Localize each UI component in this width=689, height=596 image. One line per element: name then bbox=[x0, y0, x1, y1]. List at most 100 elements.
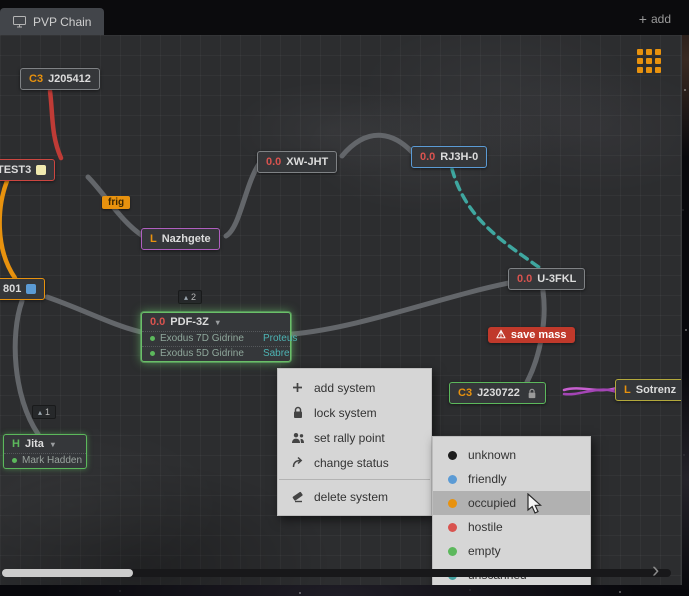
eraser-icon bbox=[290, 490, 305, 503]
save-mass-badge[interactable]: ⚠ save mass bbox=[488, 327, 575, 343]
pilots-up-icon: ▴ bbox=[184, 293, 188, 302]
status-option-empty[interactable]: empty bbox=[433, 539, 590, 563]
connection-test3-801[interactable] bbox=[0, 181, 15, 278]
system-node-j205412[interactable]: C3 J205412 bbox=[20, 68, 100, 90]
monitor-icon bbox=[13, 16, 26, 28]
lock-icon bbox=[290, 406, 305, 419]
pilot-count-badge[interactable]: ▴ 2 bbox=[178, 290, 202, 304]
menu-item-add-system[interactable]: add system bbox=[278, 375, 431, 400]
system-node-801[interactable]: 801 bbox=[0, 278, 45, 300]
status-dot-icon bbox=[448, 547, 457, 556]
menu-item-delete-system[interactable]: delete system bbox=[278, 484, 431, 509]
status-option-hostile[interactable]: hostile bbox=[433, 515, 590, 539]
status-option-occupied[interactable]: occupied bbox=[433, 491, 590, 515]
pilot-online-icon bbox=[150, 336, 155, 341]
menu-item-label: set rally point bbox=[314, 431, 385, 445]
security-label: 0.0 bbox=[517, 273, 532, 285]
security-label: 0.0 bbox=[266, 156, 281, 168]
map-canvas[interactable]: C3 J205412 TEST3 frig L Nazhgete 0.0 XW-… bbox=[0, 35, 682, 585]
security-label: 0.0 bbox=[150, 316, 165, 328]
menu-item-label: add system bbox=[314, 381, 375, 395]
security-label: H bbox=[12, 438, 20, 450]
system-node-rj3h-0[interactable]: 0.0 RJ3H-0 bbox=[411, 146, 487, 168]
connection-pdf3z-u3fkl[interactable] bbox=[292, 283, 509, 334]
menu-item-change-status[interactable]: change status bbox=[278, 450, 431, 475]
system-name: 801 bbox=[3, 283, 21, 295]
status-label: empty bbox=[468, 544, 501, 558]
pilot-row: Exodus 5D Gidrine Sabre bbox=[142, 346, 290, 361]
add-map-button[interactable]: + add bbox=[639, 12, 671, 26]
system-name: RJ3H-0 bbox=[440, 151, 478, 163]
chevron-down-icon[interactable]: ▾ bbox=[51, 440, 55, 449]
connection-j230722-sotrenz-2[interactable] bbox=[564, 390, 616, 395]
system-node-nazhgete[interactable]: L Nazhgete bbox=[141, 228, 220, 250]
chevron-down-icon[interactable]: ▾ bbox=[216, 318, 220, 327]
pilot-ship: Proteus bbox=[249, 333, 297, 344]
pilot-ship: Sabre bbox=[249, 348, 290, 359]
system-node-header[interactable]: 0.0 PDF-3Z ▾ bbox=[142, 313, 290, 331]
marker-square-icon bbox=[36, 165, 46, 175]
status-dot-icon bbox=[448, 451, 457, 460]
system-node-jita[interactable]: H Jita ▾ Mark Hadden bbox=[3, 434, 87, 469]
system-node-pdf-3z[interactable]: 0.0 PDF-3Z ▾ Exodus 7D Gidrine Proteus E… bbox=[141, 312, 291, 362]
system-name: Sotrenz bbox=[636, 384, 676, 396]
menu-item-label: delete system bbox=[314, 490, 388, 504]
pilot-name: Exodus 7D Gidrine bbox=[160, 333, 244, 344]
security-label: 0.0 bbox=[420, 151, 435, 163]
system-node-j230722[interactable]: C3 J230722 bbox=[449, 382, 546, 404]
pilot-online-icon bbox=[150, 351, 155, 356]
connection-xwjht-rj3h0[interactable] bbox=[342, 135, 412, 156]
status-label: unknown bbox=[468, 448, 516, 462]
menu-item-label: lock system bbox=[314, 406, 377, 420]
marker-square-icon bbox=[26, 284, 36, 294]
system-name: XW-JHT bbox=[286, 156, 328, 168]
save-mass-label: save mass bbox=[511, 329, 567, 341]
connection-j205412-test3[interactable] bbox=[50, 91, 61, 158]
system-node-header[interactable]: H Jita ▾ bbox=[4, 435, 86, 453]
grid-layout-icon[interactable] bbox=[637, 49, 662, 74]
change-status-submenu: unknown friendly occupied hostile empty … bbox=[432, 436, 591, 585]
connection-rj3h0-u3fkl[interactable] bbox=[452, 169, 540, 268]
pilot-count-badge[interactable]: ▴ 1 bbox=[32, 405, 56, 419]
pilot-name: Mark Hadden bbox=[22, 455, 82, 466]
status-arrow-icon bbox=[290, 456, 305, 469]
status-option-unknown[interactable]: unknown bbox=[433, 443, 590, 467]
horizontal-scrollbar[interactable] bbox=[2, 569, 671, 577]
scrollbar-thumb[interactable] bbox=[2, 569, 133, 577]
system-context-menu: add system lock system set rally point bbox=[277, 368, 432, 516]
connection-nazhgete-xwjht[interactable] bbox=[226, 164, 259, 236]
pilot-name: Exodus 5D Gidrine bbox=[160, 348, 244, 359]
tab-pvp-chain[interactable]: PVP Chain bbox=[0, 8, 104, 35]
pilots-up-icon: ▴ bbox=[38, 408, 42, 417]
connection-size-label[interactable]: frig bbox=[102, 196, 130, 209]
status-dot-icon bbox=[448, 499, 457, 508]
tab-bar: PVP Chain + add bbox=[0, 0, 689, 35]
pilot-row: Exodus 7D Gidrine Proteus bbox=[142, 331, 290, 346]
system-name: J230722 bbox=[477, 387, 520, 399]
pan-right-chevron[interactable]: › bbox=[652, 559, 659, 581]
pilot-count: 2 bbox=[191, 292, 196, 302]
lock-icon bbox=[527, 388, 537, 399]
menu-item-lock-system[interactable]: lock system bbox=[278, 400, 431, 425]
pilot-row: Mark Hadden bbox=[4, 453, 86, 468]
system-name: Nazhgete bbox=[162, 233, 211, 245]
system-node-u-3fkl[interactable]: 0.0 U-3FKL bbox=[508, 268, 585, 290]
status-dot-icon bbox=[448, 475, 457, 484]
pilot-count: 1 bbox=[45, 407, 50, 417]
status-label: occupied bbox=[468, 496, 516, 510]
system-node-xw-jht[interactable]: 0.0 XW-JHT bbox=[257, 151, 337, 173]
security-label: L bbox=[150, 233, 157, 245]
status-option-friendly[interactable]: friendly bbox=[433, 467, 590, 491]
system-node-test3[interactable]: TEST3 bbox=[0, 159, 55, 181]
menu-item-label: change status bbox=[314, 456, 389, 470]
users-icon bbox=[290, 432, 305, 444]
system-name: TEST3 bbox=[0, 164, 31, 176]
system-node-sotrenz[interactable]: L Sotrenz bbox=[615, 379, 682, 401]
menu-item-set-rally-point[interactable]: set rally point bbox=[278, 425, 431, 450]
system-name: U-3FKL bbox=[537, 273, 576, 285]
plus-icon: + bbox=[639, 12, 647, 26]
connection-801-pdf3z[interactable] bbox=[47, 297, 141, 332]
system-name: J205412 bbox=[48, 73, 91, 85]
menu-separator bbox=[279, 479, 430, 480]
pilot-online-icon bbox=[12, 458, 17, 463]
